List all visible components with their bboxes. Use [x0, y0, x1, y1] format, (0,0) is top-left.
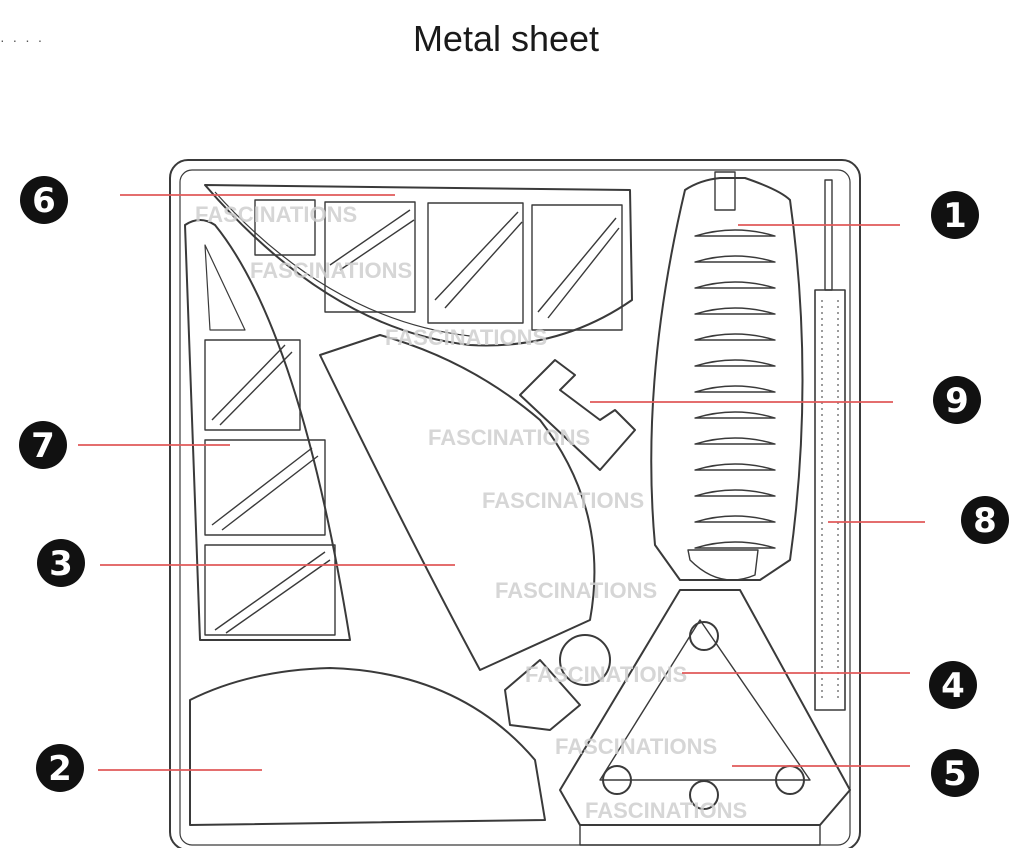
- part-9: [519, 359, 636, 471]
- callout-7-label: 7: [31, 426, 55, 466]
- watermark-text: FASCINATIONS: [495, 578, 657, 603]
- page-title: Metal sheet: [412, 18, 600, 59]
- rung-shape: [694, 541, 776, 549]
- rung-shape: [694, 307, 776, 315]
- rung-shape: [694, 359, 776, 367]
- rung-shape: [694, 411, 776, 419]
- callout-4: 4: [929, 661, 977, 709]
- part-2: [189, 667, 546, 826]
- callout-8-label: 8: [973, 501, 997, 541]
- rung-shape: [694, 255, 776, 263]
- callout-2-label: 2: [48, 749, 72, 789]
- callout-9-label: 9: [945, 381, 969, 421]
- watermark-text: FASCINATIONS: [482, 488, 644, 513]
- watermarks: FASCINATIONS FASCINATIONS FASCINATIONS F…: [195, 202, 747, 823]
- callout-1-label: 1: [943, 196, 967, 236]
- callout-4-label: 4: [941, 666, 965, 706]
- rung-shape: [694, 489, 776, 497]
- callout-8: 8: [961, 496, 1009, 544]
- callout-badges: 6 7 3 2 1 9 8 4 5: [19, 176, 1009, 797]
- watermark-text: FASCINATIONS: [585, 798, 747, 823]
- rung-shape: [694, 229, 776, 237]
- header-dots: · · · ·: [0, 32, 45, 48]
- sheet-frame: [169, 159, 861, 848]
- part-1: [650, 171, 804, 581]
- rung-shape: [694, 385, 776, 393]
- part-5: [559, 589, 851, 846]
- callout-1: 1: [931, 191, 979, 239]
- callout-2: 2: [36, 744, 84, 792]
- part-8: [814, 179, 846, 711]
- rung-shape: [694, 437, 776, 445]
- callout-9: 9: [933, 376, 981, 424]
- callout-3: 3: [37, 539, 85, 587]
- rung-shape: [694, 333, 776, 341]
- watermark-text: FASCINATIONS: [385, 325, 547, 350]
- watermark-text: FASCINATIONS: [250, 258, 412, 283]
- part-4: [504, 634, 611, 731]
- part-1-rungs: [694, 229, 776, 549]
- watermark-text: FASCINATIONS: [555, 734, 717, 759]
- watermark-text: FASCINATIONS: [195, 202, 357, 227]
- watermark-text: FASCINATIONS: [525, 662, 687, 687]
- watermark-text: FASCINATIONS: [428, 425, 590, 450]
- sheet-frame-inner: [179, 169, 851, 846]
- callout-6-label: 6: [32, 181, 56, 221]
- callout-7: 7: [19, 421, 67, 469]
- part-6: [204, 184, 633, 347]
- part-3: [319, 334, 596, 671]
- callout-6: 6: [20, 176, 68, 224]
- callout-5-label: 5: [943, 754, 967, 794]
- callout-3-label: 3: [49, 544, 73, 584]
- callout-5: 5: [931, 749, 979, 797]
- rung-shape: [694, 281, 776, 289]
- part-7: [184, 219, 351, 641]
- rung-shape: [694, 463, 776, 471]
- rung-shape: [694, 515, 776, 523]
- leader-lines: [78, 194, 925, 771]
